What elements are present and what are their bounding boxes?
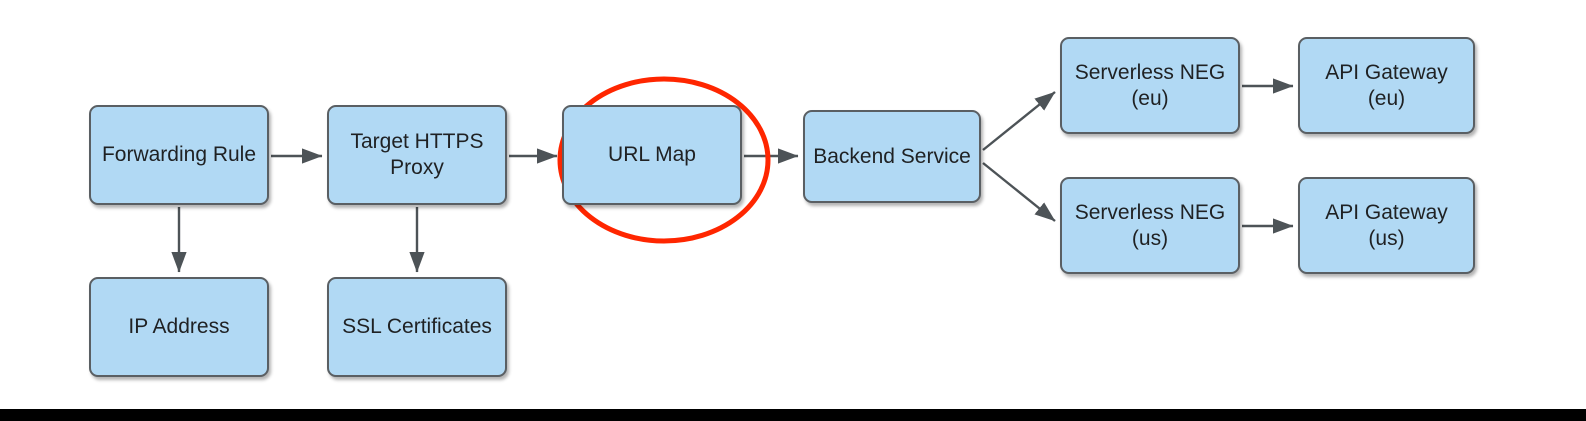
- node-target-https-proxy[interactable]: Target HTTPS Proxy: [327, 105, 507, 205]
- node-serverless-neg-us[interactable]: Serverless NEG (us): [1060, 177, 1240, 274]
- node-api-gateway-us[interactable]: API Gateway (us): [1298, 177, 1475, 274]
- edge-backend-service-to-serverless-neg-us: [982, 162, 1056, 222]
- bottom-bar: [0, 409, 1586, 421]
- node-ssl-certificates[interactable]: SSL Certificates: [327, 277, 507, 377]
- node-backend-service[interactable]: Backend Service: [803, 110, 981, 203]
- node-serverless-neg-eu[interactable]: Serverless NEG (eu): [1060, 37, 1240, 134]
- edge-backend-service-to-serverless-neg-eu: [982, 91, 1056, 151]
- node-api-gateway-eu[interactable]: API Gateway (eu): [1298, 37, 1475, 134]
- node-forwarding-rule[interactable]: Forwarding Rule: [89, 105, 269, 205]
- node-url-map[interactable]: URL Map: [562, 105, 742, 205]
- node-ip-address[interactable]: IP Address: [89, 277, 269, 377]
